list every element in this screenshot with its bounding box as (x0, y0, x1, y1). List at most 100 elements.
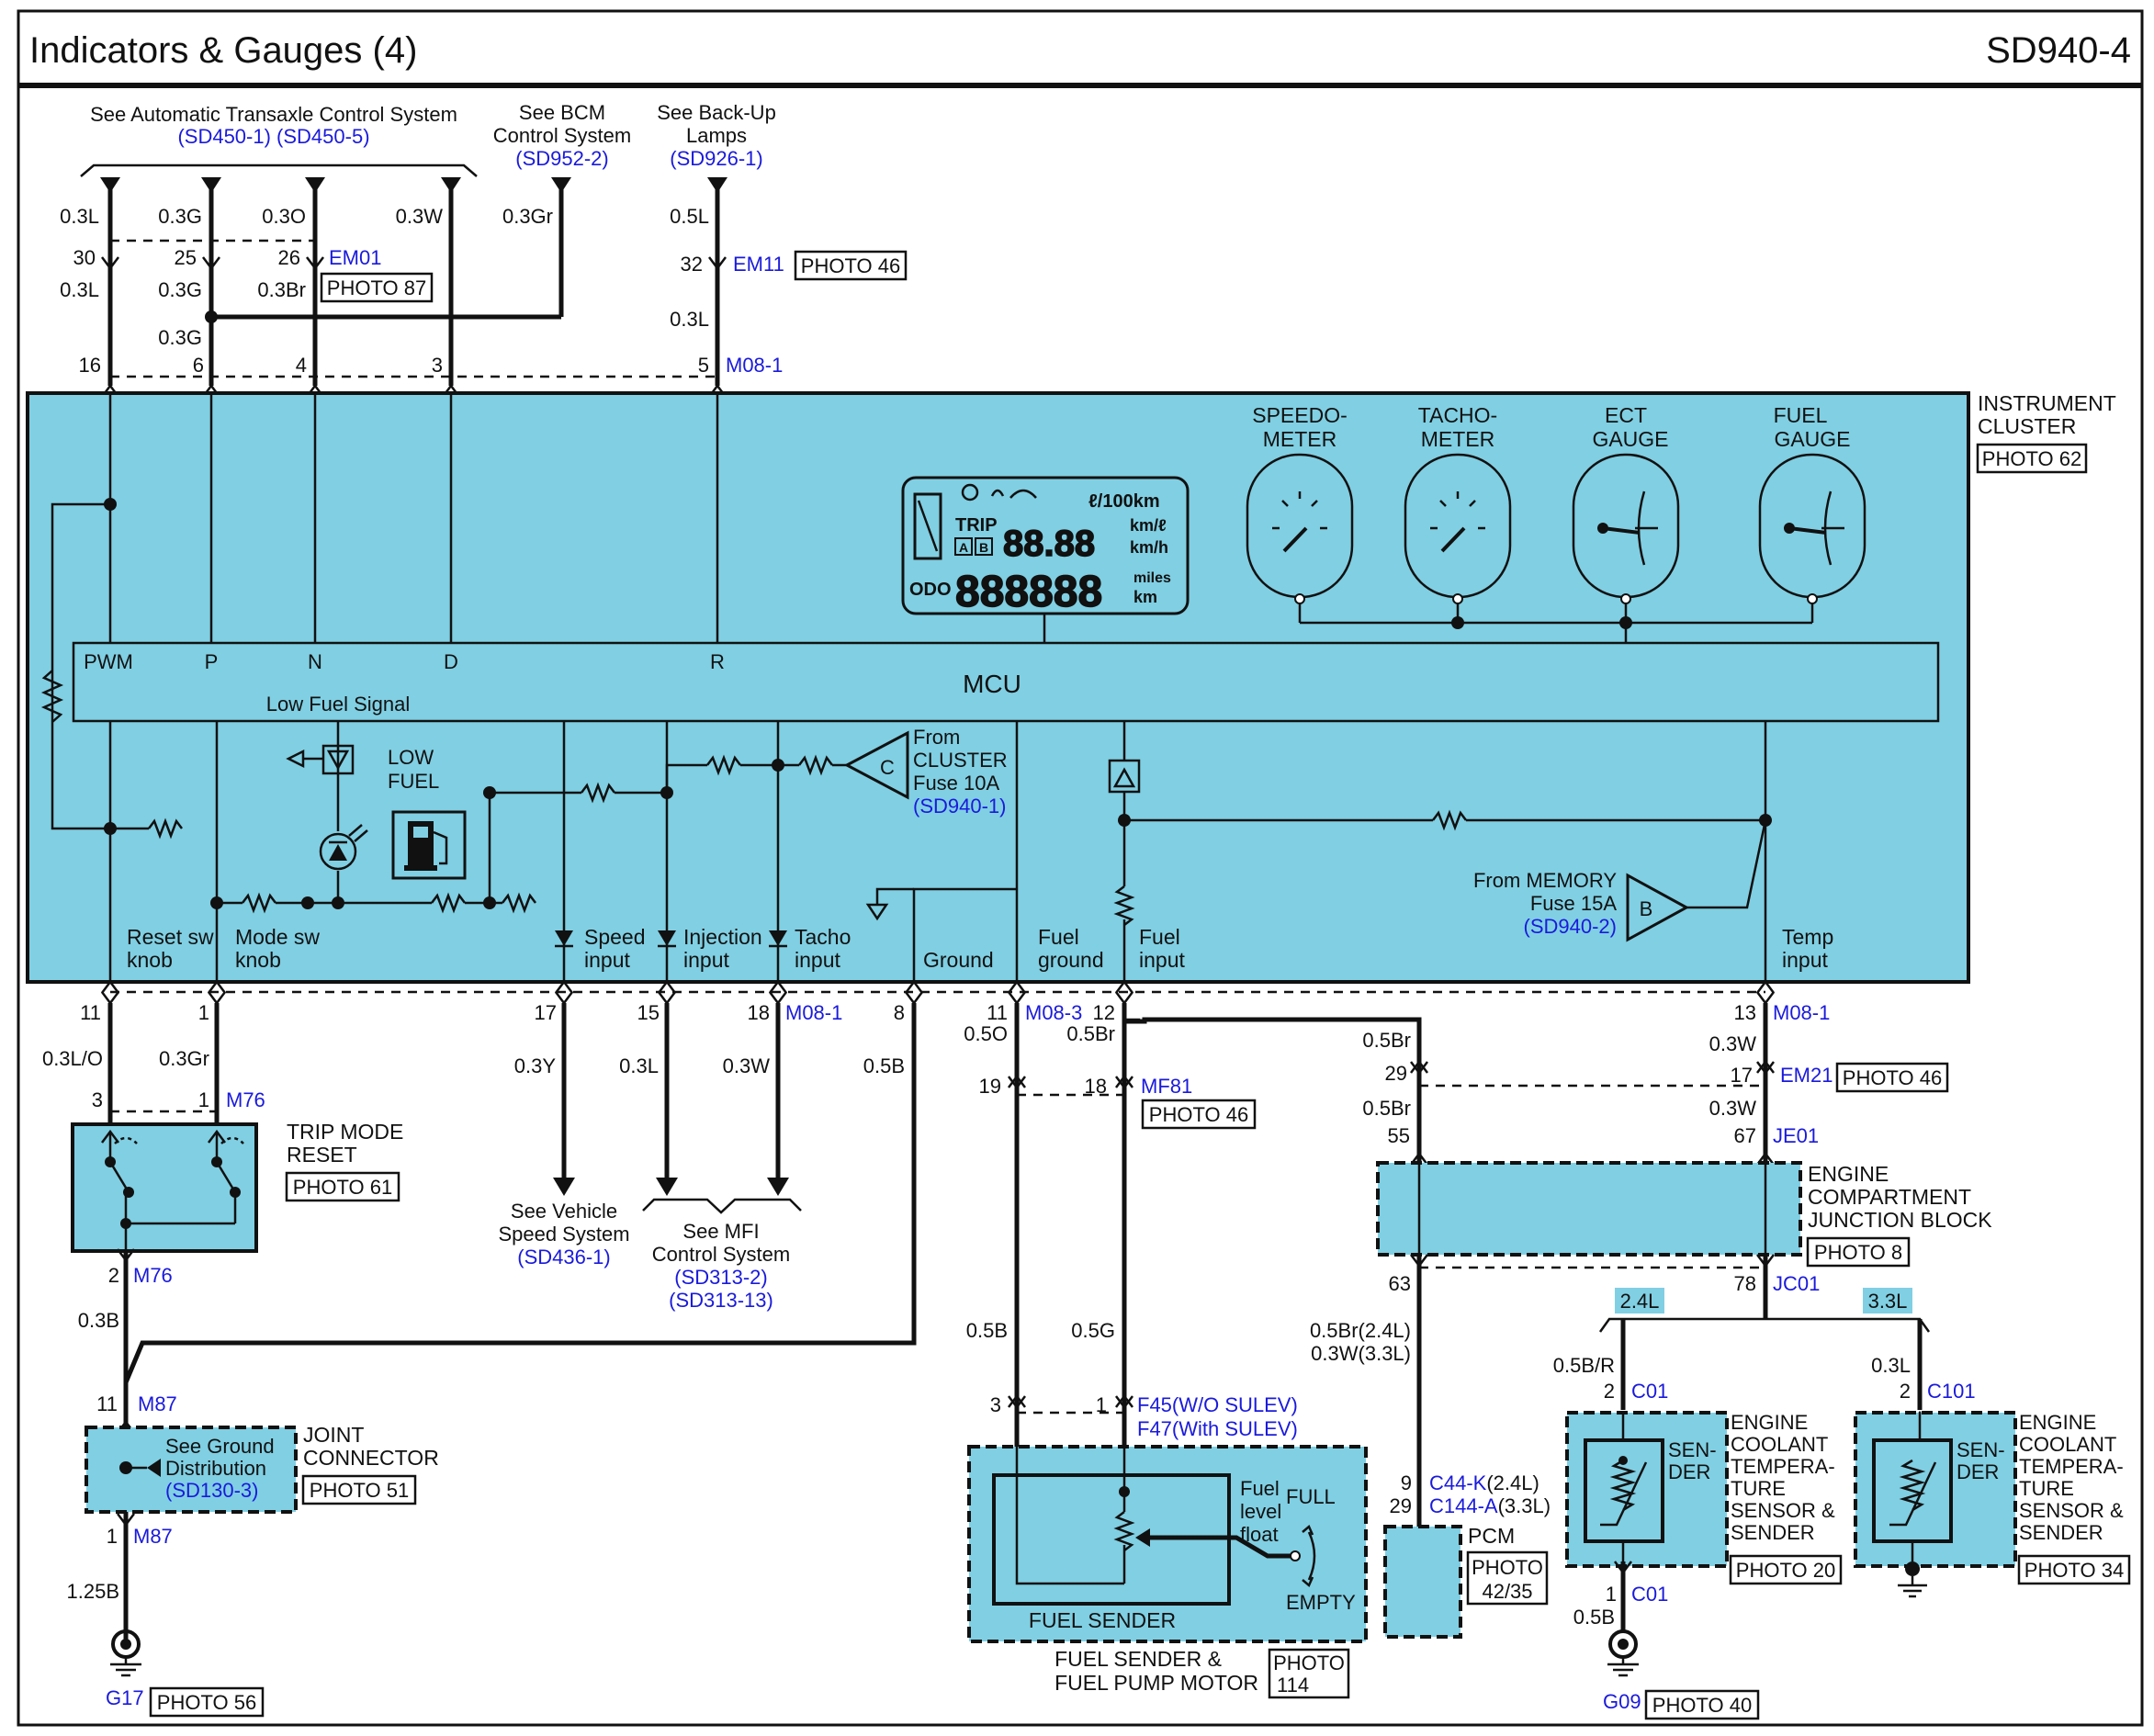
pcm[interactable] (1383, 1525, 1462, 1639)
ref-ats-link[interactable]: (SD450-1) (SD450-5) (177, 125, 369, 148)
wire-label: 0.3L (670, 308, 709, 331)
gauge-label: METER (1263, 427, 1337, 451)
pin-number: 1 (1096, 1393, 1107, 1416)
connector-f47[interactable]: F47(With SULEV) (1137, 1417, 1298, 1440)
pin-number: 18 (748, 1001, 770, 1024)
connector-m08-1[interactable]: M08-1 (726, 354, 783, 377)
ref-bcm-link[interactable]: (SD952-2) (515, 147, 608, 170)
photo-ref[interactable]: 114 (1277, 1674, 1309, 1697)
gauge-label: ECT (1605, 403, 1647, 427)
pin-number: 1 (107, 1525, 118, 1548)
ref-vss-link[interactable]: (SD436-1) (517, 1246, 610, 1268)
pin-number: 29 (1390, 1494, 1412, 1517)
lcd-odo: ODO (909, 580, 952, 600)
ref-mfi-label: Control System (652, 1243, 790, 1266)
connector-c01[interactable]: C01 (1631, 1583, 1668, 1606)
pin-number: 1 (198, 1001, 209, 1024)
photo-ref[interactable]: PHOTO (1472, 1556, 1543, 1579)
connector-f45[interactable]: F45(W/O SULEV) (1137, 1393, 1298, 1416)
ground-dist-link[interactable]: (SD130-3) (165, 1479, 258, 1502)
pin-number: 55 (1388, 1124, 1410, 1147)
engine-compartment-junction-block[interactable] (1376, 1161, 1802, 1257)
ground-g17[interactable]: G17 (106, 1686, 144, 1709)
sender-label: SEN- (1668, 1438, 1717, 1461)
trip-mode-label: RESET (287, 1143, 357, 1167)
photo-ref[interactable]: PHOTO 8 (1814, 1241, 1902, 1264)
photo-ref[interactable]: PHOTO 40 (1652, 1694, 1752, 1717)
pin-number: 3 (92, 1088, 103, 1111)
pin-number: 26 (278, 246, 300, 269)
wire-label: 0.3G (158, 205, 202, 228)
page-frame (17, 9, 2144, 1727)
wire-label: 0.5O (964, 1022, 1008, 1045)
lcd-unit: km/h (1130, 538, 1168, 557)
connector-jc01[interactable]: JC01 (1773, 1272, 1820, 1295)
connector-em21[interactable]: EM21 (1780, 1064, 1833, 1087)
photo-ref[interactable]: PHOTO 62 (1982, 447, 2081, 470)
photo-ref[interactable]: 42/35 (1482, 1580, 1532, 1603)
lcd-unit: km/ℓ (1130, 516, 1167, 535)
photo-ref[interactable]: PHOTO 56 (157, 1691, 256, 1714)
connector-c101[interactable]: C101 (1927, 1380, 1976, 1403)
connector-m08-3[interactable]: M08-3 (1025, 1001, 1082, 1024)
ground-dist-label: Distribution (165, 1457, 266, 1480)
fuel-empty-label: EMPTY (1286, 1591, 1356, 1614)
ect-label: ENGINE (2019, 1411, 2096, 1434)
cluster-pin-label: knob (127, 948, 173, 972)
fuel-sender-pump[interactable] (967, 1445, 1368, 1643)
variant-tag: 2.4L (1620, 1290, 1660, 1313)
pin-number: 8 (894, 1001, 905, 1024)
ref-backup-link[interactable]: (SD926-1) (670, 147, 762, 170)
connector-je01[interactable]: JE01 (1773, 1124, 1819, 1147)
wire-label: 0.5B (966, 1319, 1008, 1342)
fuel-pump-icon (391, 810, 467, 880)
connector-m08-1[interactable]: M08-1 (785, 1001, 842, 1024)
photo-ref[interactable]: PHOTO (1273, 1651, 1345, 1674)
fuse-mark: C (880, 756, 895, 779)
connector-em11[interactable]: EM11 (733, 253, 784, 276)
connector-m76[interactable]: M76 (226, 1088, 265, 1111)
fuel-level-label: float (1240, 1523, 1279, 1546)
sender-label: DER (1668, 1460, 1710, 1483)
connector-c144a[interactable]: C144-A(3.3L) (1429, 1494, 1551, 1517)
fuel-level-label: level (1240, 1500, 1281, 1523)
photo-ref[interactable]: PHOTO 46 (1843, 1066, 1942, 1089)
ecjb-label: ENGINE (1808, 1162, 1889, 1186)
photo-ref[interactable]: PHOTO 61 (293, 1176, 392, 1199)
pin-number: 11 (80, 1001, 101, 1024)
wire-label: 0.3Gr (159, 1047, 209, 1070)
cluster-fuse-link[interactable]: (SD940-1) (913, 795, 1006, 817)
ground-g09[interactable]: G09 (1603, 1690, 1641, 1713)
pin-number: 17 (1731, 1064, 1753, 1087)
pin-number: 11 (987, 1001, 1008, 1024)
connector-mf81[interactable]: MF81 (1141, 1075, 1192, 1098)
pin-number: 6 (193, 354, 204, 377)
cluster-fuse-triangle (843, 730, 909, 800)
photo-ref[interactable]: PHOTO 46 (801, 254, 900, 277)
connector-c44k[interactable]: C44-K(2.4L) (1429, 1471, 1539, 1494)
connector-c01[interactable]: C01 (1631, 1380, 1668, 1403)
connector-m87[interactable]: M87 (133, 1525, 173, 1548)
trip-mode-reset-switch[interactable] (71, 1122, 258, 1253)
connector-em01[interactable]: EM01 (329, 246, 381, 269)
mcu-pin: PWM (84, 650, 133, 673)
ect-label: TURE (2019, 1477, 2074, 1500)
ground-icon (1898, 1561, 1927, 1598)
ref-mfi-link[interactable]: (SD313-2) (674, 1266, 767, 1289)
photo-ref[interactable]: PHOTO 20 (1736, 1559, 1835, 1582)
pin-number: 11 (96, 1392, 118, 1415)
cluster-pin-label: Temp (1782, 925, 1833, 949)
connector-m87[interactable]: M87 (138, 1392, 177, 1415)
photo-ref[interactable]: PHOTO 46 (1149, 1103, 1248, 1126)
pin-number: 3 (990, 1393, 1001, 1416)
photo-ref[interactable]: PHOTO 51 (310, 1479, 409, 1502)
lcd-unit: miles (1133, 570, 1171, 586)
connector-m76[interactable]: M76 (133, 1264, 173, 1287)
photo-ref[interactable]: PHOTO 34 (2024, 1559, 2124, 1582)
ref-mfi-link[interactable]: (SD313-13) (669, 1289, 773, 1312)
wire-label: 0.3W (1709, 1032, 1757, 1055)
photo-ref[interactable]: PHOTO 87 (327, 276, 426, 299)
connector-m08-1[interactable]: M08-1 (1773, 1001, 1830, 1024)
memory-fuse-link[interactable]: (SD940-2) (1524, 915, 1617, 938)
